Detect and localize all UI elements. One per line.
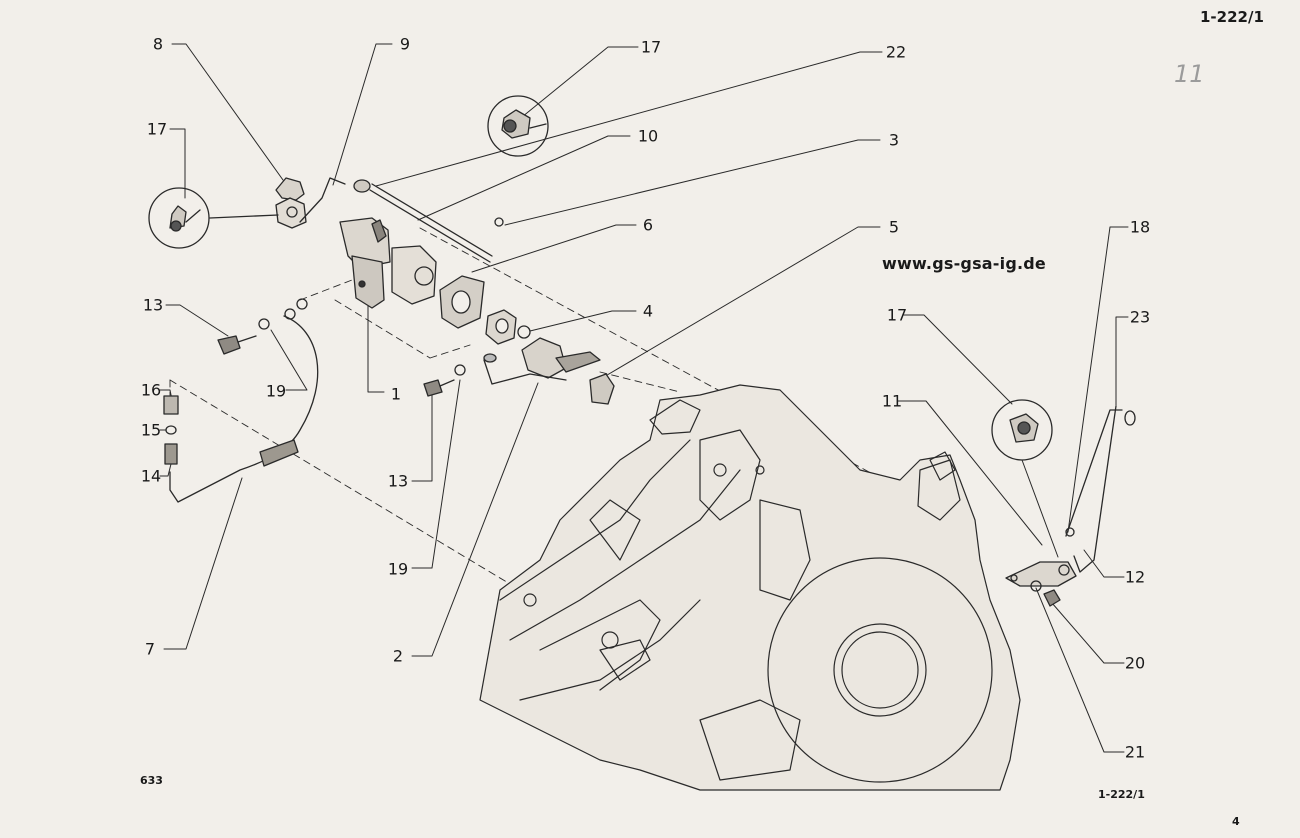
callout-1: 1 bbox=[390, 384, 402, 404]
linkage-rod-12 bbox=[1065, 405, 1123, 573]
washer-23 bbox=[1124, 410, 1136, 426]
callout-22: 22 bbox=[885, 42, 907, 62]
callout-17-top: 17 bbox=[640, 37, 662, 57]
valve-body bbox=[339, 217, 437, 309]
nut-20 bbox=[1043, 589, 1061, 607]
callout-9: 9 bbox=[399, 34, 411, 54]
callout-17-left: 17 bbox=[146, 119, 168, 139]
callout-8: 8 bbox=[152, 34, 164, 54]
detail-circle-right bbox=[991, 399, 1053, 461]
bolt-13-bottom bbox=[423, 379, 455, 397]
clip-18 bbox=[1065, 527, 1075, 537]
washer-19c bbox=[296, 298, 308, 310]
callout-6: 6 bbox=[642, 215, 654, 235]
fitting-stack bbox=[163, 395, 179, 465]
callout-12: 12 bbox=[1124, 567, 1146, 587]
washer-19d bbox=[454, 364, 466, 376]
bolt-13-top bbox=[217, 335, 257, 355]
callout-5: 5 bbox=[888, 217, 900, 237]
website-watermark: www.gs-gsa-ig.de bbox=[882, 254, 1046, 273]
callout-11: 11 bbox=[881, 391, 903, 411]
washer-19a bbox=[258, 318, 270, 330]
pipe-7 bbox=[169, 315, 319, 503]
callout-7: 7 bbox=[144, 639, 156, 659]
rod-9 bbox=[299, 177, 346, 223]
leader-lines bbox=[159, 43, 1129, 753]
callout-3: 3 bbox=[888, 130, 900, 150]
shaft-10 bbox=[353, 179, 493, 263]
clip-3 bbox=[494, 217, 504, 227]
cap-5 bbox=[589, 373, 615, 405]
callout-19-top: 19 bbox=[265, 381, 287, 401]
detail-circle-top bbox=[487, 95, 549, 157]
callout-2: 2 bbox=[392, 646, 404, 666]
callout-18: 18 bbox=[1129, 217, 1151, 237]
lever-bracket bbox=[209, 177, 307, 229]
callout-17-right: 17 bbox=[886, 305, 908, 325]
callout-15: 15 bbox=[140, 420, 162, 440]
callout-20: 20 bbox=[1124, 653, 1146, 673]
callout-16: 16 bbox=[140, 380, 162, 400]
fitting-2 bbox=[483, 337, 601, 385]
detail-circle-left bbox=[148, 187, 210, 249]
callout-19-bottom: 19 bbox=[387, 559, 409, 579]
page-code-bottom: 1-222/1 bbox=[1098, 788, 1145, 801]
handwritten-note: 11 bbox=[1174, 60, 1205, 88]
callout-13-bottom: 13 bbox=[387, 471, 409, 491]
washer-21 bbox=[1030, 580, 1042, 592]
callout-21: 21 bbox=[1124, 742, 1146, 762]
callout-23: 23 bbox=[1129, 307, 1151, 327]
callout-10: 10 bbox=[637, 126, 659, 146]
callout-13-top: 13 bbox=[142, 295, 164, 315]
lever-11 bbox=[1005, 561, 1077, 587]
gearbox-housing bbox=[479, 384, 1021, 791]
page-code: 1-222/1 bbox=[1200, 8, 1264, 26]
callout-14: 14 bbox=[140, 466, 162, 486]
page-number: 4 bbox=[1232, 815, 1240, 828]
callout-4: 4 bbox=[642, 301, 654, 321]
reference-left: 633 bbox=[140, 774, 163, 787]
